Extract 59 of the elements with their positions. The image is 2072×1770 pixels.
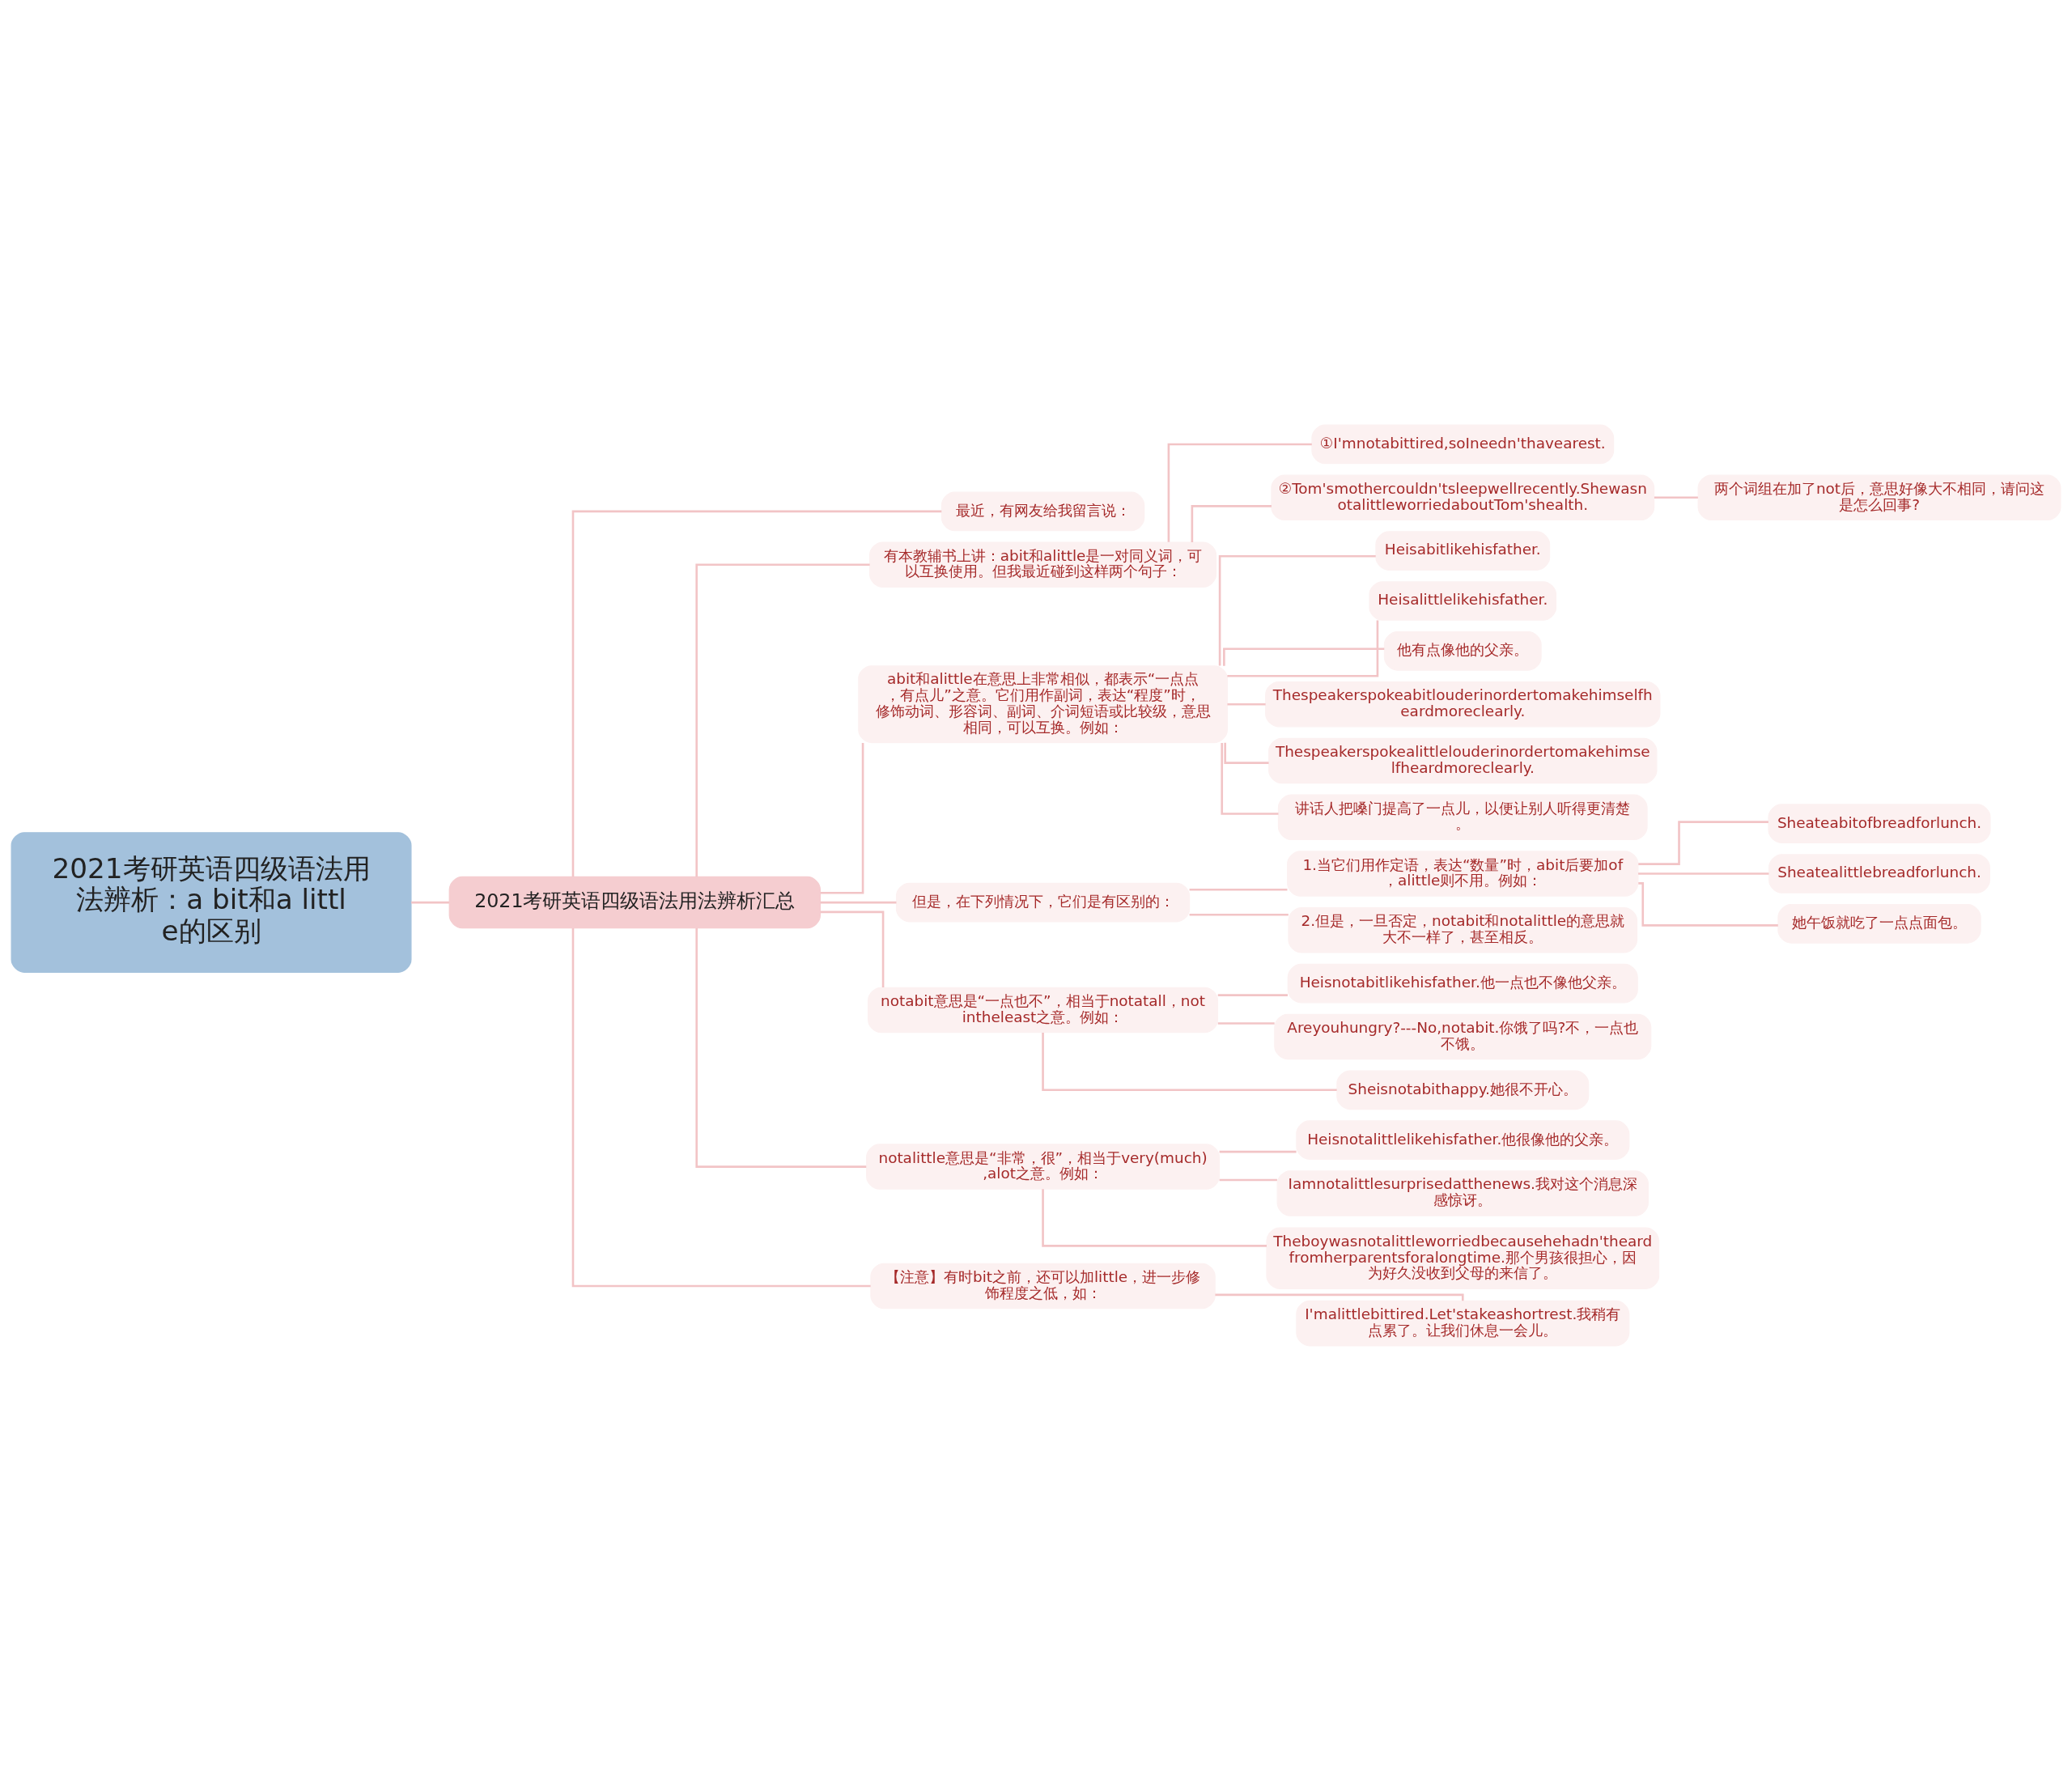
connector <box>1224 742 1269 764</box>
node-box: ②Tom'smothercouldn'tsleepwellrecently.ShewasnotalittleworriedaboutTom'shealth. <box>1271 474 1655 520</box>
connector <box>1218 554 1376 666</box>
node-box: Heisnotalittlelikehisfather.他很像他的父亲。 <box>1296 1119 1630 1160</box>
connector <box>1227 702 1266 705</box>
node-box: 但是，在下列情况下，它们是有区别的： <box>895 882 1191 922</box>
node-box: I'malittlebittired.Let'stakeashortrest.我稍有点累了。让我们休息一会儿。 <box>1296 1300 1630 1346</box>
connector <box>820 742 864 894</box>
connector <box>411 901 449 903</box>
connector <box>820 910 885 987</box>
node-box: 2021考研英语四级语法用法辨析：a bit和a little的区别 <box>11 831 412 973</box>
node-box: Sheisnotabithappy.她很不开心。 <box>1336 1069 1590 1110</box>
node-box: Iamnotalittlesurprisedatthenews.我对这个消息深感惊讶。 <box>1276 1169 1649 1216</box>
node-box: 两个词组在加了not后，意思好像大不相同，请问这是怎么回事? <box>1697 474 2061 520</box>
connector <box>1042 1032 1337 1091</box>
node-box: 2021考研英语四级语法用法辨析汇总 <box>448 876 822 928</box>
connector <box>1219 1178 1277 1181</box>
connector <box>1654 495 1698 499</box>
connector <box>1217 993 1288 996</box>
connector <box>695 562 870 877</box>
node-box: Theboywasnotalittleworriedbecausehehadn'theardfromherparentsforalongtime.那个男孩很担心，因为好久没收到父母的来信了。 <box>1266 1227 1660 1289</box>
connector <box>1167 443 1312 542</box>
node-box: 最近，有网友给我留言说： <box>940 491 1145 531</box>
node-box: ①I'mnotabittired,soIneedn'thavearest. <box>1311 424 1615 464</box>
node-box: notabit意思是“一点也不”，相当于notatall，notintheleast之意。例如： <box>868 987 1219 1033</box>
node-box: 他有点像他的父亲。 <box>1383 630 1542 671</box>
connector <box>571 927 871 1287</box>
node-box: 她午饭就吃了一点点面包。 <box>1777 903 1981 944</box>
node-box: Thespeakerspokeabitlouderinordertomakehimselfheardmoreclearly. <box>1265 681 1661 727</box>
connector <box>1042 1188 1267 1247</box>
connector <box>1191 504 1272 542</box>
node-box: abit和alittle在意思上非常相似，都表示“一点点，有点儿”之意。它们用作副词，表达“程度”时，修饰动词、形容词、副词、介词短语或比较级，意思相同，可以互换。例如： <box>858 664 1228 743</box>
node-box: Sheateabitofbreadforlunch. <box>1768 803 1991 843</box>
node-box: 有本教辅书上讲：abit和alittle是一对同义词，可以互换使用。但我最近碰到这样两个句子： <box>868 541 1217 588</box>
connector <box>1215 1293 1464 1301</box>
node-box: Areyouhungry?---No,notabit.你饿了吗?不，一点也不饿。 <box>1274 1013 1652 1059</box>
connector <box>1221 742 1279 815</box>
node-box: Heisalittlelikehisfather. <box>1369 580 1557 621</box>
connector <box>1189 913 1289 915</box>
node-box: Sheatealittlebreadforlunch. <box>1768 853 1990 893</box>
node-box: Heisabitlikehisfather. <box>1375 530 1551 571</box>
connector <box>1219 1150 1297 1152</box>
connector <box>1217 1021 1275 1025</box>
connector <box>695 927 867 1168</box>
connector <box>1227 619 1379 677</box>
connector <box>1189 888 1288 891</box>
connector <box>1223 647 1385 666</box>
node-box: 讲话人把嗓门提高了一点儿，以便让别人听得更清楚。 <box>1277 793 1648 840</box>
node-box: 1.当它们用作定语，表达“数量”时，abit后要加of，alittle则不用。例如： <box>1287 850 1639 897</box>
node-box: Heisnotabitlikehisfather.他一点也不像他父亲。 <box>1287 963 1638 1003</box>
node-box: 2.但是，一旦否定，notabit和notalittle的意思就大不一样了，甚至相反。 <box>1288 906 1638 953</box>
connector <box>1638 881 1778 927</box>
node-box: notalittle意思是“非常，很”，相当于very(much),alot之意。例如： <box>866 1143 1221 1190</box>
node-box: 【注意】有时bit之前，还可以加little，进一步修饰程度之低，如： <box>870 1263 1216 1309</box>
connector <box>571 510 942 877</box>
connector <box>1638 820 1768 865</box>
connector <box>1638 872 1769 875</box>
connector <box>820 901 897 903</box>
node-box: Thespeakerspokealittlelouderinordertomakehimselfheardmoreclearly. <box>1268 737 1658 783</box>
